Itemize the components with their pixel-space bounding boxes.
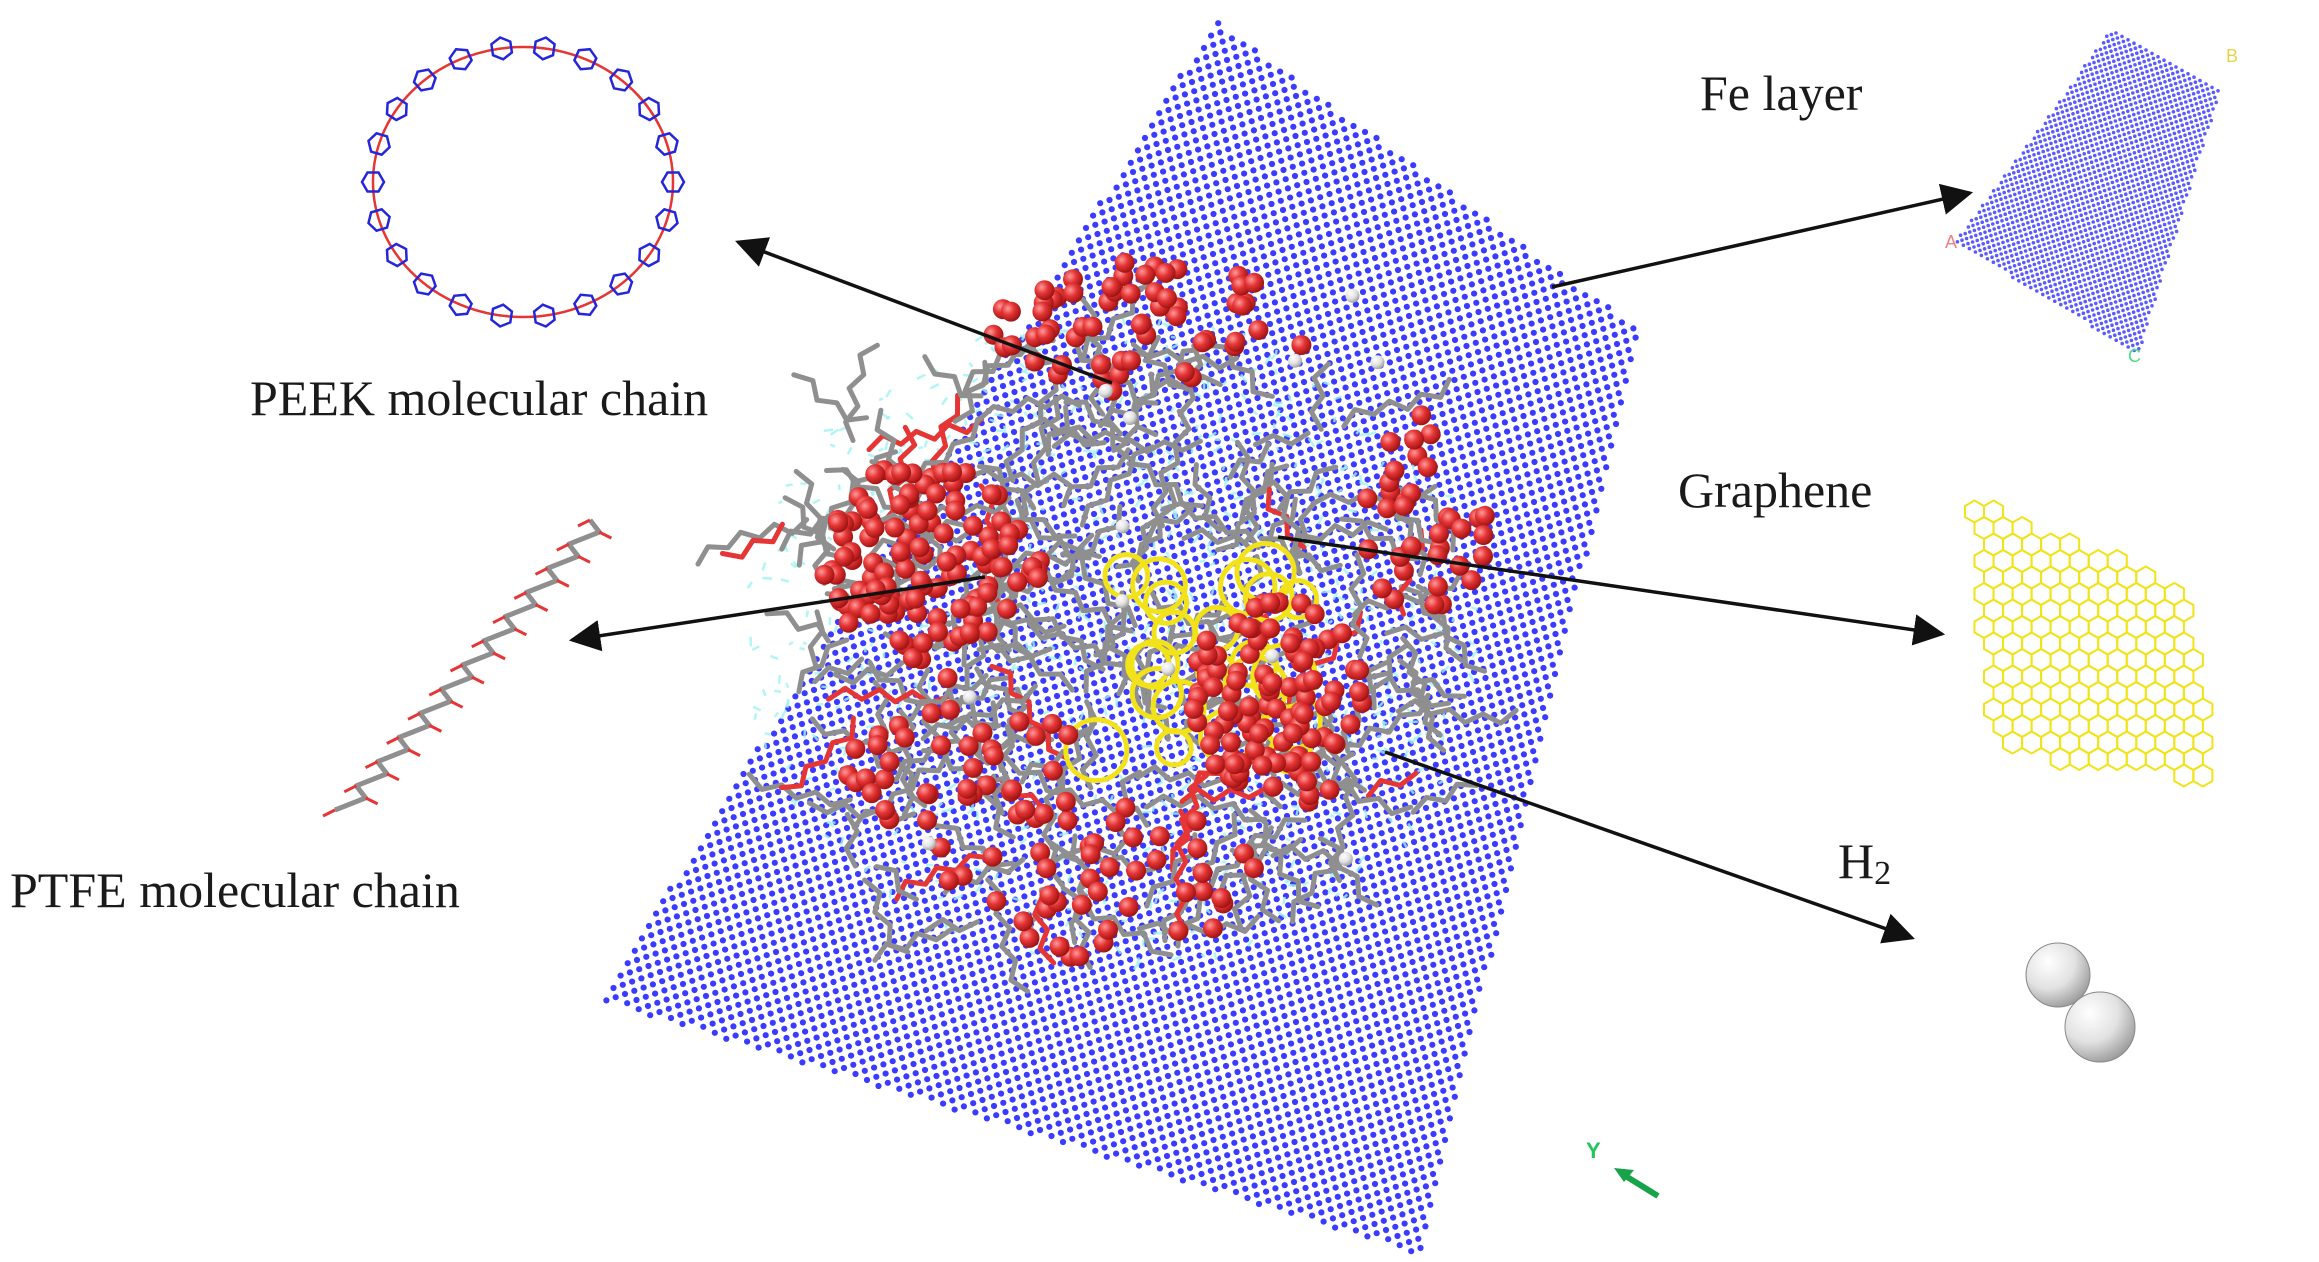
lattice-label-a: A: [1945, 232, 1957, 252]
arrow-h2: [1384, 750, 1915, 944]
peek-ring-structure-icon: [360, 36, 686, 328]
label-h2: H2: [1838, 833, 1891, 892]
axis-triad: Y: [1586, 1138, 1660, 1199]
fe-lattice-grid-icon: [1955, 31, 2220, 353]
arrow-fe: [1551, 183, 1974, 289]
lattice-label-b: B: [2226, 46, 2238, 66]
h2-molecule-spheres-icon: [2025, 942, 2136, 1063]
label-peek: PEEK molecular chain: [250, 370, 708, 426]
arrow-peek: [735, 237, 1113, 385]
lattice-label-c: C: [2128, 346, 2141, 366]
arrow-ptfe: [568, 575, 986, 652]
label-graphene: Graphene: [1678, 462, 1872, 518]
diagram-labels: PEEK molecular chain PTFE molecular chai…: [10, 65, 1891, 918]
label-ptfe: PTFE molecular chain: [10, 862, 460, 918]
arrow-graphene: [1277, 535, 1946, 646]
lattice-corner-labels: A B C: [1945, 46, 2238, 366]
label-fe: Fe layer: [1700, 65, 1863, 121]
graphene-honeycomb-icon: [1964, 499, 2214, 788]
oxygen-atom-spheres: [814, 252, 1495, 967]
axis-y-label: Y: [1586, 1138, 1601, 1163]
callout-arrows: [568, 183, 1974, 944]
ptfe-zigzag-chain-icon: [322, 518, 613, 818]
